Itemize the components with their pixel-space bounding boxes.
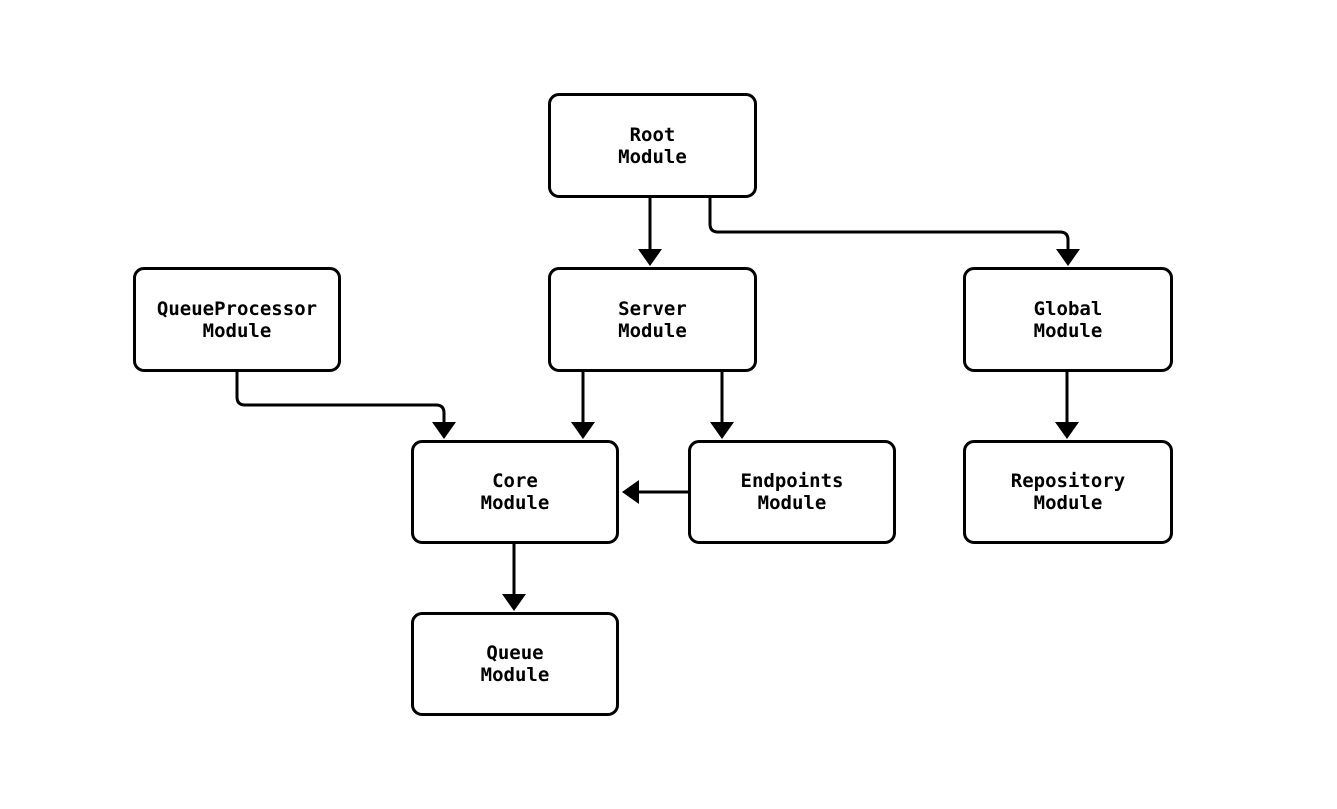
node-queueprocessor-module-label: QueueProcessor Module	[156, 297, 318, 342]
node-queue-module-label: Queue Module	[480, 642, 550, 686]
node-global-module-label: Global Module	[1033, 297, 1103, 342]
node-server-module-label: Server Module	[618, 297, 687, 342]
edge-queueprocessor-to-core	[235, 372, 456, 439]
node-queue-module: Queue Module	[411, 612, 619, 716]
node-endpoints-module-label: Endpoints Module	[740, 470, 844, 514]
node-core-module-label: Core Module	[480, 470, 550, 514]
node-queueprocessor-module: QueueProcessor Module	[133, 267, 341, 372]
node-root-module-label: Root Module	[618, 123, 687, 168]
node-root-module: Root Module	[548, 93, 757, 198]
node-global-module: Global Module	[963, 267, 1173, 372]
node-endpoints-module: Endpoints Module	[688, 440, 896, 544]
node-server-module: Server Module	[548, 267, 757, 372]
edge-root-to-global	[708, 198, 1080, 266]
node-repository-module-label: Repository Module	[1010, 470, 1126, 514]
node-core-module: Core Module	[411, 440, 619, 544]
node-repository-module: Repository Module	[963, 440, 1173, 544]
